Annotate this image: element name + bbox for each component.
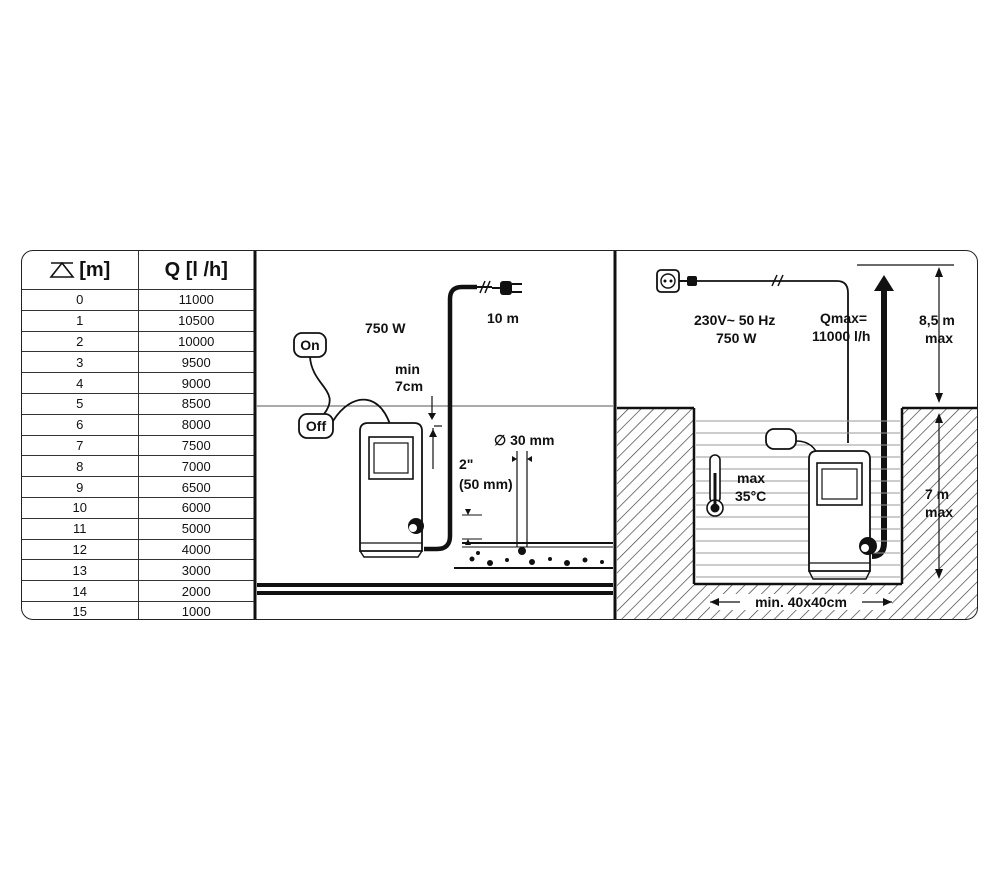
- outlet-1: 2": [459, 456, 473, 472]
- row-flow: 9000: [138, 372, 254, 394]
- row-height: 8: [22, 455, 139, 478]
- min-depth-arrows: [428, 396, 442, 469]
- row-height: 10: [22, 497, 139, 519]
- min-depth-2: 7cm: [395, 378, 423, 394]
- row-height: 3: [22, 351, 139, 374]
- flow-table-header: [m] Q [l /h]: [22, 251, 254, 290]
- row-flow: 1000: [181, 604, 211, 620]
- voltage: 230V~ 50 Hz: [694, 312, 775, 328]
- outlet-2: (50 mm): [459, 476, 513, 492]
- temp-1: max: [737, 470, 765, 486]
- depth-1: 7 m: [925, 486, 949, 502]
- head-arrow: [871, 275, 894, 559]
- row-flow: 7000: [138, 455, 254, 478]
- row-flow: 8000: [138, 414, 254, 436]
- head-flow: Q [l /h]: [138, 251, 254, 290]
- depth-dimension: [935, 413, 943, 579]
- thermometer-icon: [706, 454, 724, 517]
- table-row: 15 1000: [22, 601, 254, 620]
- head-height-label: [m]: [79, 258, 111, 281]
- right-power: 750 W: [716, 330, 757, 346]
- middle-power: 750 W: [365, 320, 406, 336]
- cable-length: 10 m: [487, 310, 519, 326]
- qmax-1: Qmax=: [820, 310, 867, 326]
- head-2: max: [925, 330, 953, 346]
- row-flow: 6500: [138, 476, 254, 498]
- float-cable: [332, 398, 393, 432]
- particle-size: ∅ 30 mm: [494, 432, 554, 448]
- row-flow: 2000: [138, 580, 254, 602]
- pit-dimension: [710, 594, 892, 610]
- particle-gauge: [512, 451, 532, 555]
- row-height: 14: [22, 580, 139, 602]
- row-flow: 7500: [138, 435, 254, 457]
- row-flow: 10500: [138, 310, 254, 332]
- outlet-arrows: [462, 509, 482, 545]
- row-height: 12: [22, 539, 139, 561]
- row-height: 1: [22, 310, 139, 332]
- row-height: 5: [22, 393, 139, 415]
- head-1: 8,5 m: [919, 312, 955, 328]
- plug-icon: [492, 281, 522, 295]
- row-flow: 6000: [138, 497, 254, 519]
- row-flow: 3000: [138, 559, 254, 582]
- on-label: On: [300, 337, 319, 353]
- row-flow: 4000: [138, 539, 254, 561]
- row-height: 13: [22, 559, 139, 582]
- float-switch-off: Off: [298, 413, 334, 439]
- row-height: 2: [22, 331, 139, 353]
- head-height: [m]: [22, 251, 139, 290]
- head-dimension: [935, 267, 943, 403]
- temp-2: 35°C: [735, 488, 766, 504]
- off-label: Off: [306, 418, 327, 434]
- row-height: 0: [22, 289, 139, 311]
- pump-diagram: On Off 750 W 10 m: [253, 251, 977, 619]
- row-height: 4: [22, 372, 139, 394]
- float-switch-on: On: [293, 332, 327, 358]
- row-flow: 5000: [138, 518, 254, 540]
- row-flow: 10000: [138, 331, 254, 353]
- socket-icon: [656, 269, 697, 293]
- float-cable-on: [309, 356, 331, 415]
- qmax-2: 11000 l/h: [812, 328, 870, 344]
- pit-size: min. 40x40cm: [755, 594, 847, 610]
- depth-2: max: [925, 504, 953, 520]
- row-flow: 8500: [138, 393, 254, 415]
- power-cable: [697, 280, 849, 443]
- pump-middle: [359, 422, 424, 558]
- row-height: 15: [22, 601, 139, 619]
- delivery-head-icon: [49, 261, 75, 279]
- discharge-pipe: [424, 284, 477, 552]
- row-flow: 9500: [138, 351, 254, 374]
- row-height: 6: [22, 414, 139, 436]
- pump-right: [808, 450, 877, 580]
- ground-left: [617, 408, 694, 619]
- row-flow: 11000: [138, 289, 254, 311]
- min-depth-1: min: [395, 361, 420, 377]
- row-height: 7: [22, 435, 139, 457]
- gravel: [454, 542, 613, 569]
- row-height: 11: [22, 518, 139, 540]
- row-height: 9: [22, 476, 139, 498]
